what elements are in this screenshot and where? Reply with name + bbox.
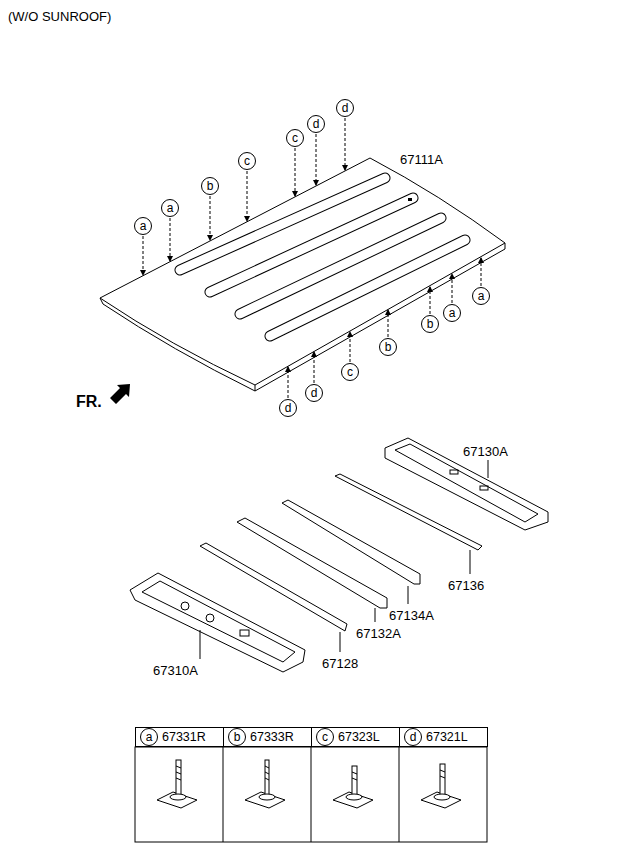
callout-letter-text: d: [285, 402, 292, 414]
callout-letter: b: [201, 177, 219, 195]
callout-letter-text: d: [313, 118, 320, 130]
callout-letter-text: b: [385, 341, 392, 353]
table-header-cell: 67323L c: [311, 727, 400, 747]
callout-letter: b: [421, 315, 439, 333]
callout-letter-text: b: [234, 731, 241, 743]
callout-letter-text: a: [478, 290, 485, 302]
front-arrow: [110, 384, 130, 404]
fastener-symbols: [157, 760, 461, 808]
callout-letter: a: [161, 199, 179, 217]
part-number: 67331R: [162, 730, 206, 745]
part-number: 67321L: [426, 730, 468, 745]
part-number: 67130A: [463, 444, 508, 459]
callout-letter-text: d: [410, 731, 417, 743]
part-number: 67111A: [400, 152, 443, 167]
callout-letter-text: b: [207, 180, 214, 192]
roof-rails: [130, 438, 548, 672]
roof-panel: [100, 158, 505, 391]
callout-letter: b: [228, 728, 246, 746]
callout-letter-text: a: [167, 202, 174, 214]
callout-letter-text: a: [140, 220, 147, 232]
part-number: 67323L: [338, 730, 380, 745]
table-header-cell: 67331R a: [135, 727, 224, 747]
part-number: 67128: [322, 656, 358, 671]
callout-letter: d: [305, 384, 323, 402]
callout-letter: d: [279, 399, 297, 417]
callout-letter: d: [404, 728, 422, 746]
diagram-title: (W/O SUNROOF): [8, 9, 111, 24]
callout-letter-text: a: [449, 307, 456, 319]
callout-letter-text: d: [342, 102, 349, 114]
callout-letter: a: [140, 728, 158, 746]
callout-letter: c: [286, 129, 304, 147]
callout-letter: c: [341, 363, 359, 381]
callout-letter: d: [307, 115, 325, 133]
callout-letter-text: c: [244, 155, 250, 167]
leader-lines: [143, 118, 481, 398]
callout-letter-text: a: [146, 731, 153, 743]
callout-letter: a: [472, 287, 490, 305]
part-number: 67136: [448, 578, 484, 593]
table-header-cell: 67333R b: [223, 727, 312, 747]
part-leader-lines: [200, 460, 488, 659]
fastener-table: [135, 747, 487, 842]
callout-letter-text: c: [292, 132, 298, 144]
callout-letter: d: [336, 99, 354, 117]
callout-letter-text: c: [347, 366, 353, 378]
part-number: 67310A: [153, 663, 198, 678]
callout-letter: a: [134, 217, 152, 235]
callout-letter: a: [443, 304, 461, 322]
callout-letter: b: [379, 338, 397, 356]
part-number: 67333R: [250, 730, 294, 745]
callout-letter: c: [238, 152, 256, 170]
part-number: 67134A: [389, 608, 434, 623]
front-indicator: FR.: [76, 393, 102, 411]
callout-letter-text: c: [322, 731, 328, 743]
callout-letter-text: b: [427, 318, 434, 330]
callout-letter-text: d: [311, 387, 318, 399]
table-header-cell: 67321L d: [399, 727, 488, 747]
callout-letter: c: [316, 728, 334, 746]
part-number: 67132A: [356, 626, 401, 641]
